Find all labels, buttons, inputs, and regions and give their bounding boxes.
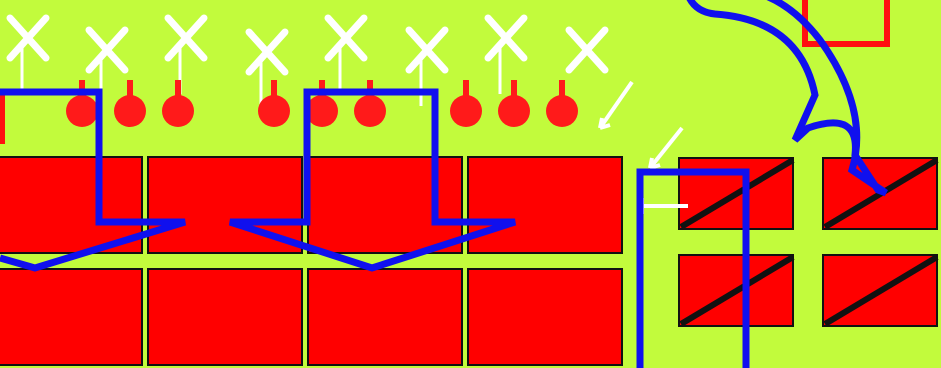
slash-line xyxy=(823,254,939,327)
star-cross xyxy=(565,26,609,74)
star-marker xyxy=(245,28,289,108)
star-marker xyxy=(405,26,449,106)
pin-head xyxy=(258,95,290,127)
pin-head xyxy=(66,95,98,127)
pin-head xyxy=(306,95,338,127)
star-cross xyxy=(85,26,129,74)
large-block xyxy=(307,268,463,366)
star-cross xyxy=(484,14,528,62)
pin-stem xyxy=(463,80,469,104)
blue-arrow-path-left xyxy=(0,88,187,272)
small-arrow xyxy=(648,126,684,170)
blue-arrow-paths xyxy=(0,0,888,368)
blue-arrow-path-right-curve xyxy=(686,0,888,197)
pin xyxy=(450,80,482,127)
pin xyxy=(546,80,578,127)
slashed-block xyxy=(822,254,939,327)
pin-stem xyxy=(559,80,565,104)
pin xyxy=(498,80,530,127)
left-edge-ticks xyxy=(0,92,5,144)
star-cross xyxy=(164,14,208,62)
small-arrow-shaft xyxy=(648,126,684,170)
small-arrow-head xyxy=(648,157,661,170)
pin xyxy=(258,80,290,127)
pin-stem xyxy=(127,80,133,104)
star-marker xyxy=(6,14,50,94)
star-cross xyxy=(245,28,289,76)
pin-head xyxy=(450,95,482,127)
star-marker xyxy=(324,14,368,94)
star-cross xyxy=(324,14,368,62)
large-block xyxy=(467,156,623,254)
slashed-block xyxy=(678,254,795,327)
large-block xyxy=(0,268,143,366)
pin-head xyxy=(546,95,578,127)
slash-line xyxy=(679,157,795,230)
small-arrow-shaft xyxy=(598,80,634,130)
star-cross xyxy=(6,14,50,62)
blue-arrow-path-middle xyxy=(228,88,517,272)
pin-head xyxy=(162,95,194,127)
pin-head xyxy=(498,95,530,127)
small-arrow xyxy=(598,80,634,130)
pin-head xyxy=(354,95,386,127)
large-block xyxy=(307,156,463,254)
blue-arrow-path-vertical xyxy=(636,168,750,368)
pin-stem xyxy=(511,80,517,104)
small-arrow-head xyxy=(598,117,611,130)
pin-head xyxy=(114,95,146,127)
star-marker xyxy=(484,14,528,94)
large-block xyxy=(147,268,303,366)
pin xyxy=(114,80,146,127)
star-cross xyxy=(405,26,449,74)
top-right-frame xyxy=(802,0,890,47)
slashed-block-grid xyxy=(678,157,939,327)
large-block xyxy=(0,156,143,254)
edge-tick xyxy=(0,92,5,144)
star-marker xyxy=(565,26,609,74)
pin-stem xyxy=(175,80,181,104)
slash-line xyxy=(679,254,795,327)
block-grid xyxy=(0,156,623,366)
pin xyxy=(162,80,194,127)
large-block xyxy=(467,268,623,366)
pin-stem xyxy=(271,80,277,104)
